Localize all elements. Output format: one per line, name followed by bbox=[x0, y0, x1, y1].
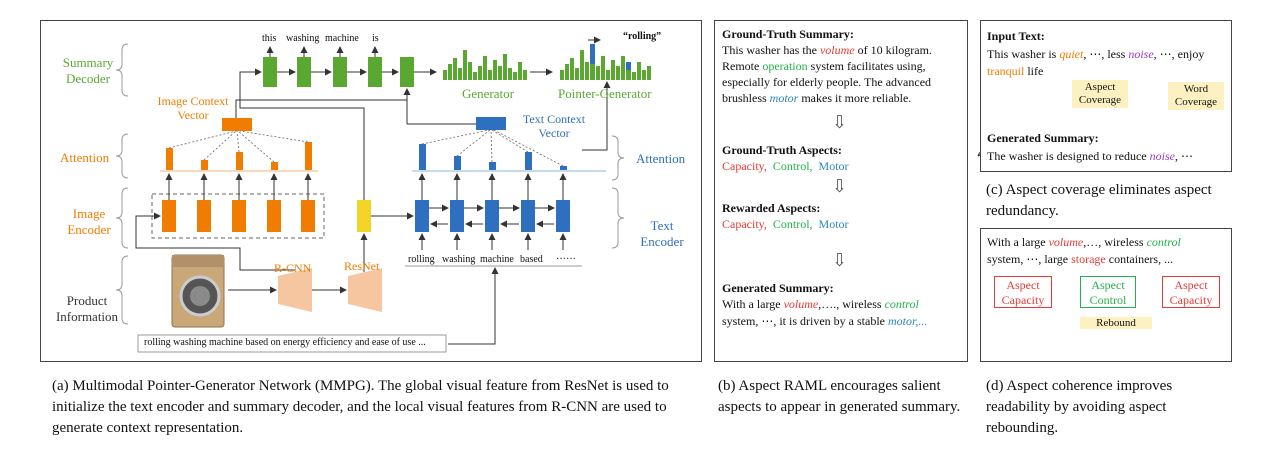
rewarded-aspects-list: Capacity, Control, Motor bbox=[722, 217, 849, 231]
image-context-vector-label: Image Context Vector bbox=[157, 94, 229, 122]
generated-line-1: With a large volume,…., wireless control bbox=[722, 297, 919, 311]
pointer-generator-label: Pointer-Generator bbox=[558, 86, 652, 101]
resnet-label: ResNet bbox=[344, 259, 380, 273]
gt-summary-line-3: especially for elderly people. The advan… bbox=[722, 75, 932, 89]
generator-label: Generator bbox=[462, 86, 514, 101]
caption-d: (d) Aspect coherence improves readabilit… bbox=[986, 378, 1173, 436]
caption-a: (a) Multimodal Pointer-Generator Network… bbox=[52, 378, 669, 436]
gt-summary-line-2: Remote operation system facilitates usin… bbox=[722, 59, 926, 73]
input-line-1: This washer is quiet, ⋯, less noise, ⋯, … bbox=[987, 47, 1205, 61]
d-line-1: With a large volume,…, wireless control bbox=[987, 235, 1181, 249]
down-arrow-icon: ⇩ bbox=[832, 112, 848, 132]
panel-d bbox=[980, 228, 1232, 362]
gt-summary-title: Ground-Truth Summary: bbox=[722, 27, 854, 41]
gt-aspects-list: Capacity, Control, Motor bbox=[722, 159, 849, 173]
generated-line-2: system, ⋯, it is driven by a stable moto… bbox=[722, 314, 928, 328]
word-coverage-label: Word Coverage bbox=[1168, 82, 1224, 110]
d-line-2: system, ⋯, large storage containers, ... bbox=[987, 252, 1174, 266]
rcnn-label: R-CNN bbox=[274, 261, 312, 275]
caption-c: (c) Aspect coverage eliminates aspect re… bbox=[986, 182, 1212, 219]
aspect-coverage-label: Aspect Coverage bbox=[1072, 80, 1128, 108]
product-information-label: Product Information bbox=[55, 293, 119, 324]
aspect-box-control: Aspect Control bbox=[1080, 276, 1136, 308]
text-context-vector-label: Text Context Vector bbox=[522, 112, 586, 140]
product-text: rolling washing machine based on energy … bbox=[144, 337, 426, 348]
input-line-2: tranquil life bbox=[987, 64, 1044, 78]
attention-left-label: Attention bbox=[60, 150, 110, 165]
rolling-label: “rolling” bbox=[623, 31, 662, 42]
rewarded-aspects-title: Rewarded Aspects: bbox=[722, 201, 821, 215]
rebound-label: Rebound bbox=[1080, 317, 1152, 329]
down-arrow-icon: ⇩ bbox=[832, 176, 848, 196]
gt-aspects-title: Ground-Truth Aspects: bbox=[722, 143, 842, 157]
gt-summary-line-4: brushless motor makes it more reliable. bbox=[722, 91, 912, 105]
image-encoder-label: Image Encoder bbox=[67, 206, 111, 237]
input-text-title: Input Text: bbox=[987, 29, 1045, 43]
decoder-word-0: this bbox=[262, 33, 277, 44]
decoder-word-2: machine bbox=[325, 33, 359, 44]
c-generated-line: The washer is designed to reduce noise, … bbox=[987, 149, 1193, 163]
text-encoder-label: Text Encoder bbox=[640, 218, 684, 249]
panel-b bbox=[714, 20, 968, 362]
generated-summary-title: Generated Summary: bbox=[722, 281, 834, 295]
encoder-word-1: washing bbox=[442, 254, 476, 265]
attention-right-label: Attention bbox=[636, 151, 686, 166]
caption-b: (b) Aspect RAML encourages salient aspec… bbox=[718, 378, 961, 415]
encoder-word-2: machine bbox=[480, 254, 514, 265]
gt-summary-line-1: This washer has the volume of 10 kilogra… bbox=[722, 43, 932, 57]
encoder-word-3: based bbox=[520, 254, 543, 265]
decoder-word-3: is bbox=[372, 33, 379, 44]
panel-a bbox=[40, 20, 702, 362]
aspect-box-capacity-1: Aspect Capacity bbox=[994, 276, 1052, 308]
aspect-box-capacity-2: Aspect Capacity bbox=[1162, 276, 1220, 308]
decoder-word-1: washing bbox=[286, 33, 320, 44]
summary-decoder-label: Summary Decoder bbox=[62, 55, 114, 86]
encoder-word-0: rolling bbox=[408, 254, 435, 265]
encoder-word-4: ······ bbox=[556, 254, 576, 265]
down-arrow-icon: ⇩ bbox=[832, 250, 848, 270]
c-generated-summary-title: Generated Summary: bbox=[987, 131, 1099, 145]
